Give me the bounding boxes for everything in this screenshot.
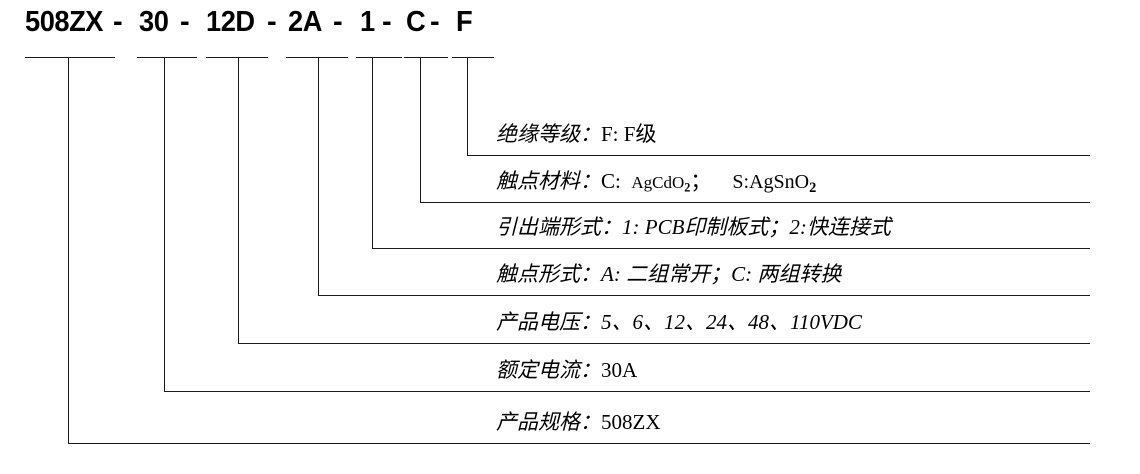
- leader-hline-voltage: [238, 343, 1090, 344]
- label-terminal: 引出端形式：1: PCB印制板式；2:快连接式: [496, 215, 891, 239]
- label-contact-form-key: 触点形式: [496, 262, 580, 286]
- code-segment-insulation: F: [456, 6, 473, 38]
- leader-hline-contact-form: [318, 295, 1090, 296]
- material-formula-agcdo2: AgCdO2: [631, 173, 691, 195]
- leader-vline-insulation: [467, 57, 468, 155]
- leader-vline-material: [420, 57, 421, 202]
- code-segment-terminal: 1: [360, 6, 375, 38]
- label-insulation-value: F: F级: [601, 122, 657, 146]
- code-separator-5: -: [382, 6, 392, 38]
- leader-vline-voltage: [238, 57, 239, 343]
- label-spec: 产品规格：508ZX: [496, 410, 661, 434]
- leader-vline-spec: [68, 57, 69, 443]
- label-current: 额定电流：30A: [496, 358, 637, 382]
- label-spec-key: 产品规格: [496, 410, 580, 434]
- label-voltage-colon: ：: [580, 310, 601, 334]
- underline-spec: [25, 57, 115, 58]
- label-insulation-colon: ：: [580, 122, 601, 146]
- label-contact-form-colon: ：: [580, 262, 601, 286]
- code-separator-4: -: [333, 6, 343, 38]
- label-material-colon: ：: [580, 169, 601, 193]
- code-segment-spec: 508ZX: [25, 6, 103, 38]
- part-number-code-row: 508ZX - 30 - 12D - 2A - 1 - C - F: [0, 0, 1140, 50]
- code-separator-3: -: [267, 6, 277, 38]
- label-material-value-a-end: ；: [690, 169, 712, 193]
- leader-hline-spec: [68, 443, 1090, 444]
- leader-hline-terminal: [372, 248, 1090, 249]
- leader-hline-current: [164, 391, 1090, 392]
- leader-vline-current: [164, 57, 165, 391]
- label-voltage-key: 产品电压: [496, 310, 580, 334]
- label-current-key: 额定电流: [496, 358, 580, 382]
- leader-vline-contact-form: [318, 57, 319, 295]
- code-segment-contact-form: 2A: [288, 6, 322, 38]
- code-separator-2: -: [180, 6, 190, 38]
- material-formula-agsno2: AgSnO2: [749, 171, 817, 197]
- label-material-value-a-label: C:: [601, 169, 621, 193]
- label-terminal-colon: ：: [601, 215, 622, 239]
- label-insulation: 绝缘等级：F: F级: [496, 122, 656, 146]
- underline-voltage: [206, 57, 268, 58]
- underline-terminal: [356, 57, 402, 58]
- leader-hline-material: [420, 202, 1090, 203]
- code-segment-voltage: 12D: [206, 6, 255, 38]
- underline-insulation: [452, 57, 494, 58]
- underline-contact-form: [286, 57, 348, 58]
- leader-hline-insulation: [467, 155, 1090, 156]
- underline-material: [404, 57, 448, 58]
- label-material-value-b-label: S:: [732, 171, 750, 193]
- label-contact-form-value: A: 二组常开；C: 两组转换: [601, 262, 842, 286]
- label-material: 触点材料：C: AgCdO2； S:AgSnO2: [496, 169, 816, 200]
- label-terminal-key: 引出端形式: [496, 215, 601, 239]
- label-voltage: 产品电压：5、6、12、24、48、110VDC: [496, 310, 862, 334]
- code-separator-1: -: [113, 6, 123, 38]
- label-current-colon: ：: [580, 358, 601, 382]
- label-terminal-value: 1: PCB印制板式；2:快连接式: [622, 215, 891, 239]
- label-voltage-value: 5、6、12、24、48、110VDC: [601, 310, 862, 334]
- label-spec-value: 508ZX: [601, 410, 661, 434]
- code-separator-6: -: [430, 6, 440, 38]
- label-insulation-key: 绝缘等级: [496, 122, 580, 146]
- underline-current: [137, 57, 197, 58]
- code-segment-material: C: [406, 6, 426, 38]
- label-contact-form: 触点形式：A: 二组常开；C: 两组转换: [496, 262, 841, 286]
- label-material-key: 触点材料: [496, 169, 580, 193]
- leader-vline-terminal: [372, 57, 373, 248]
- code-segment-current: 30: [139, 6, 169, 38]
- label-spec-colon: ：: [580, 410, 601, 434]
- label-current-value: 30A: [601, 358, 638, 382]
